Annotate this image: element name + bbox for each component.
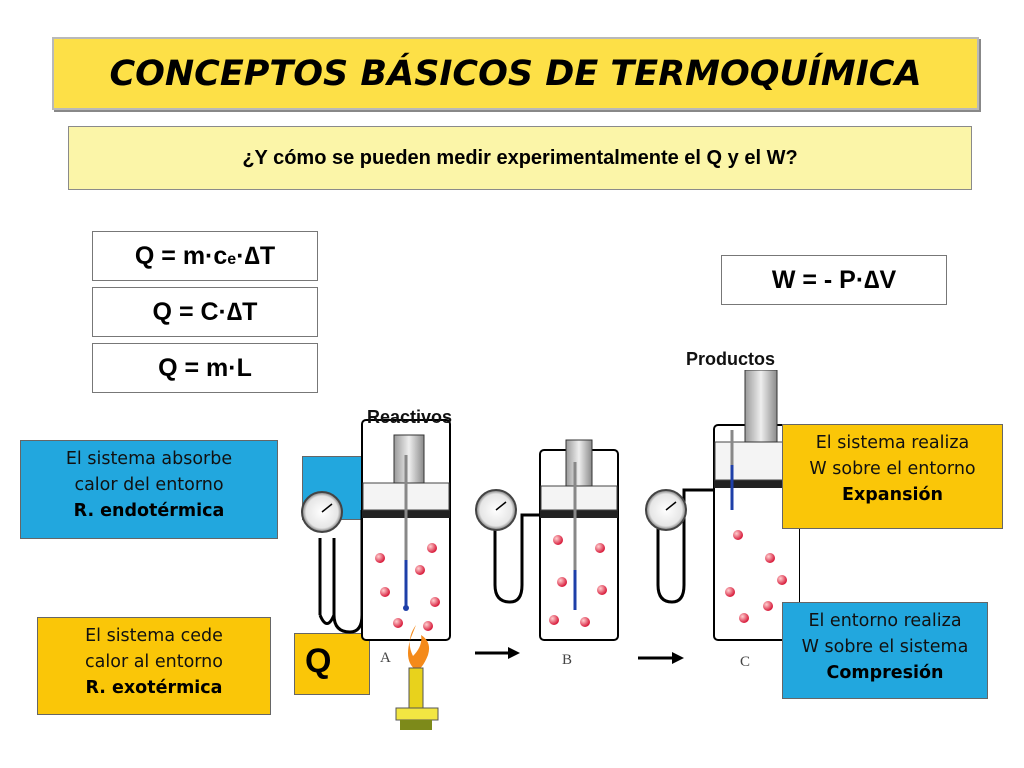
label-reactivos: Reactivos	[367, 407, 453, 427]
note-expansion-line3: Expansión	[842, 485, 943, 505]
arrow-b-to-c	[638, 652, 684, 664]
molecules-a	[375, 543, 440, 631]
formula-work: W = - P·∆V	[721, 255, 947, 305]
cylinder-a	[301, 419, 451, 641]
formula-latent-heat: Q = m·L	[92, 343, 318, 393]
note-endothermic-line2: calor del entorno	[74, 475, 224, 495]
note-expansion-line1: El sistema realiza	[815, 433, 970, 453]
apparatus-diagram: A B	[301, 370, 800, 730]
note-compression: El entorno realiza W sobre el sistema Co…	[782, 602, 988, 699]
hidden-formula-box-yellow: Q	[294, 633, 370, 695]
note-exothermic-line3: R. exotérmica	[85, 678, 223, 698]
formula-q1-sub: e	[227, 251, 237, 268]
note-compression-line1: El entorno realiza	[808, 611, 962, 631]
note-endothermic-line1: El sistema absorbe	[65, 449, 233, 469]
bunsen-burner	[395, 625, 439, 730]
note-exothermic: El sistema cede calor al entorno R. exot…	[37, 617, 271, 715]
note-exothermic-line2: calor al entorno	[85, 652, 223, 672]
note-endothermic-line3: R. endotérmica	[73, 501, 225, 521]
note-expansion: El sistema realiza W sobre el entorno Ex…	[782, 424, 1003, 529]
molecules-c	[725, 530, 787, 623]
page-title: CONCEPTOS BÁSICOS DE TERMOQUÍMICA	[52, 37, 979, 110]
formula-q1-left: Q = m·c	[134, 241, 228, 270]
note-expansion-line2: W sobre el entorno	[809, 459, 976, 479]
label-productos: Productos	[686, 349, 776, 369]
cylinder-b-label: B	[562, 652, 572, 668]
formula-q1-right: ·∆T	[236, 241, 276, 270]
arrow-a-to-b	[475, 647, 520, 659]
formula-heat-capacity: Q = C·∆T	[92, 287, 318, 337]
cylinder-a-label: A	[380, 650, 391, 666]
cylinder-b	[475, 439, 619, 641]
note-exothermic-line1: El sistema cede	[85, 626, 223, 646]
question-banner: ¿Y cómo se pueden medir experimentalment…	[68, 126, 972, 190]
molecules-b	[549, 535, 607, 627]
note-endothermic: El sistema absorbe calor del entorno R. …	[20, 440, 278, 539]
note-compression-line2: W sobre el sistema	[801, 637, 969, 657]
cylinder-c-label: C	[740, 654, 750, 670]
note-compression-line3: Compresión	[826, 663, 944, 683]
cylinder-c	[645, 370, 800, 641]
